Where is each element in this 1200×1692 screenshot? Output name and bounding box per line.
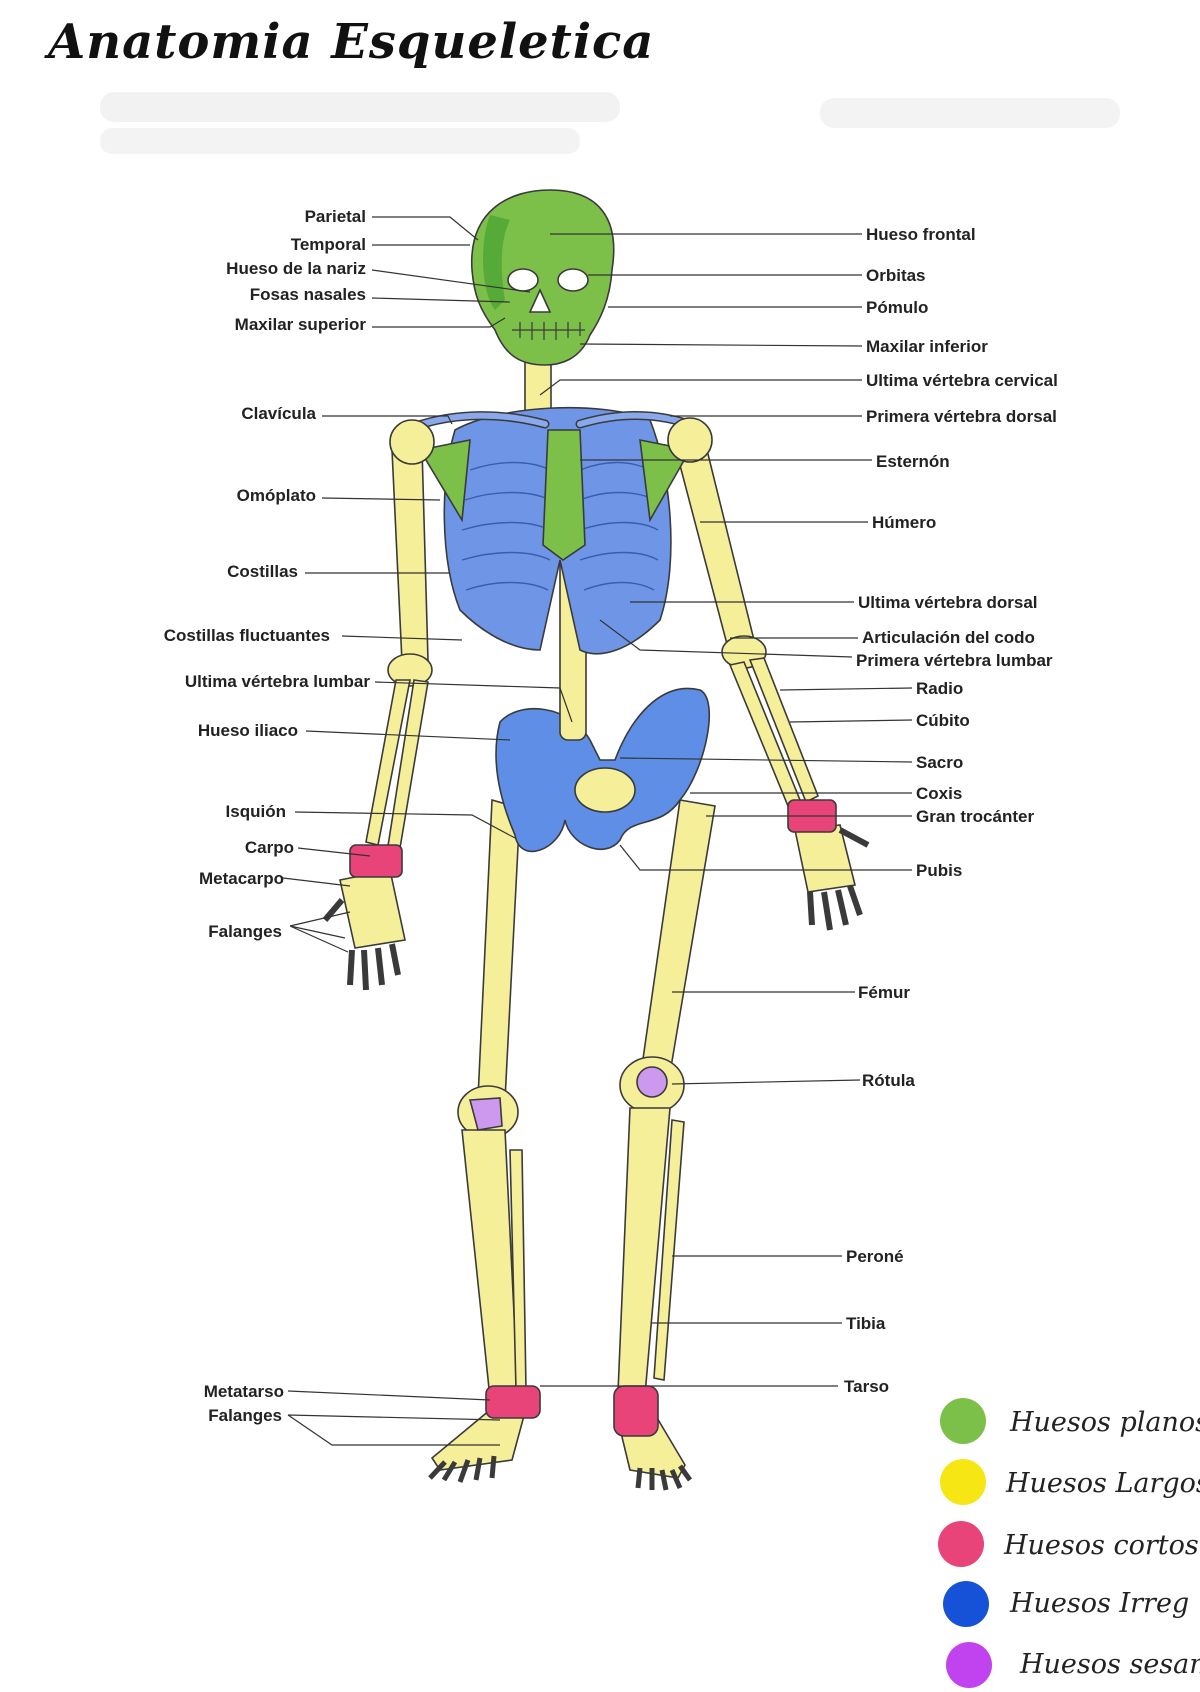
label-humero: Húmero bbox=[872, 513, 936, 532]
label-coxis: Coxis bbox=[916, 784, 962, 803]
legend-swatch-icon bbox=[943, 1581, 989, 1627]
label-primera-vertebra-lumbar: Primera vértebra lumbar bbox=[856, 651, 1053, 670]
legend: Huesos planos Huesos Largos Huesos corto… bbox=[938, 1398, 1200, 1688]
page-title: Anatomia Esqueletica bbox=[48, 14, 655, 70]
label-hueso-nariz: Hueso de la nariz bbox=[226, 259, 366, 278]
label-carpo: Carpo bbox=[245, 838, 294, 857]
label-rotula: Rótula bbox=[862, 1071, 915, 1090]
arms bbox=[322, 445, 870, 991]
scapula-left bbox=[418, 439, 471, 523]
leader-lines bbox=[282, 216, 913, 1446]
label-hueso-frontal: Hueso frontal bbox=[866, 225, 976, 244]
label-metatarso: Metatarso bbox=[204, 1382, 284, 1401]
labels-right: Hueso frontal Orbitas Pómulo Maxilar inf… bbox=[844, 225, 1058, 1396]
label-metacarpo: Metacarpo bbox=[199, 869, 284, 888]
legend-item-planos: Huesos planos bbox=[940, 1398, 1200, 1444]
label-maxilar-superior: Maxilar superior bbox=[235, 315, 367, 334]
label-articulacion-codo: Articulación del codo bbox=[862, 628, 1035, 647]
legend-label: Huesos planos bbox=[1009, 1407, 1200, 1438]
legend-label: Huesos cortos bbox=[1003, 1530, 1199, 1561]
legend-item-irregulares: Huesos Irreg bbox=[943, 1581, 1189, 1627]
labels-left: Parietal Temporal Hueso de la nariz Fosa… bbox=[164, 207, 371, 1425]
label-sacro: Sacro bbox=[916, 753, 963, 772]
label-radio: Radio bbox=[916, 679, 963, 698]
legend-label: Huesos sesam bbox=[1019, 1649, 1200, 1680]
label-parietal: Parietal bbox=[305, 207, 366, 226]
legend-item-largos: Huesos Largos bbox=[940, 1459, 1200, 1505]
legend-label: Huesos Largos bbox=[1005, 1468, 1200, 1499]
label-esternon: Esternón bbox=[876, 452, 950, 471]
legend-swatch-icon bbox=[940, 1459, 986, 1505]
legs bbox=[428, 798, 716, 1491]
legend-swatch-icon bbox=[938, 1521, 984, 1567]
label-omoplato: Omóplato bbox=[237, 486, 316, 505]
label-falanges-mano: Falanges bbox=[208, 922, 282, 941]
skull bbox=[471, 189, 615, 366]
faded-scribbles bbox=[100, 92, 1120, 154]
label-pubis: Pubis bbox=[916, 861, 962, 880]
legend-label: Huesos Irreg bbox=[1009, 1588, 1189, 1619]
short-bones bbox=[349, 799, 837, 1437]
sternum bbox=[542, 429, 586, 561]
label-ultima-vertebra-lumbar: Ultima vértebra lumbar bbox=[185, 672, 371, 691]
label-cubito: Cúbito bbox=[916, 711, 970, 730]
label-orbitas: Orbitas bbox=[866, 266, 926, 285]
legend-swatch-icon bbox=[946, 1642, 992, 1688]
ribs bbox=[461, 461, 659, 591]
sesamoid-bones bbox=[468, 1066, 668, 1131]
label-tarso: Tarso bbox=[844, 1377, 889, 1396]
legend-item-cortos: Huesos cortos bbox=[938, 1521, 1199, 1567]
skeleton bbox=[322, 189, 870, 1491]
label-femur: Fémur bbox=[858, 983, 910, 1002]
legend-item-sesamoideos: Huesos sesam bbox=[946, 1642, 1200, 1688]
label-costillas-fluctuantes: Costillas fluctuantes bbox=[164, 626, 330, 645]
label-temporal: Temporal bbox=[291, 235, 366, 254]
label-pomulo: Pómulo bbox=[866, 298, 928, 317]
label-ultima-vertebra-cervical: Ultima vértebra cervical bbox=[866, 371, 1058, 390]
label-primera-vertebra-dorsal: Primera vértebra dorsal bbox=[866, 407, 1057, 426]
label-clavicula: Clavícula bbox=[241, 404, 316, 423]
label-gran-trocanter: Gran trocánter bbox=[916, 807, 1034, 826]
label-fosas-nasales: Fosas nasales bbox=[250, 285, 366, 304]
label-falanges-pie: Falanges bbox=[208, 1406, 282, 1425]
label-hueso-iliaco: Hueso iliaco bbox=[198, 721, 298, 740]
label-perone: Peroné bbox=[846, 1247, 904, 1266]
legend-swatch-icon bbox=[940, 1398, 986, 1444]
label-tibia: Tibia bbox=[846, 1314, 886, 1333]
label-maxilar-inferior: Maxilar inferior bbox=[866, 337, 988, 356]
label-costillas: Costillas bbox=[227, 562, 298, 581]
label-ultima-vertebra-dorsal: Ultima vértebra dorsal bbox=[858, 593, 1038, 612]
label-isquion: Isquión bbox=[226, 802, 286, 821]
